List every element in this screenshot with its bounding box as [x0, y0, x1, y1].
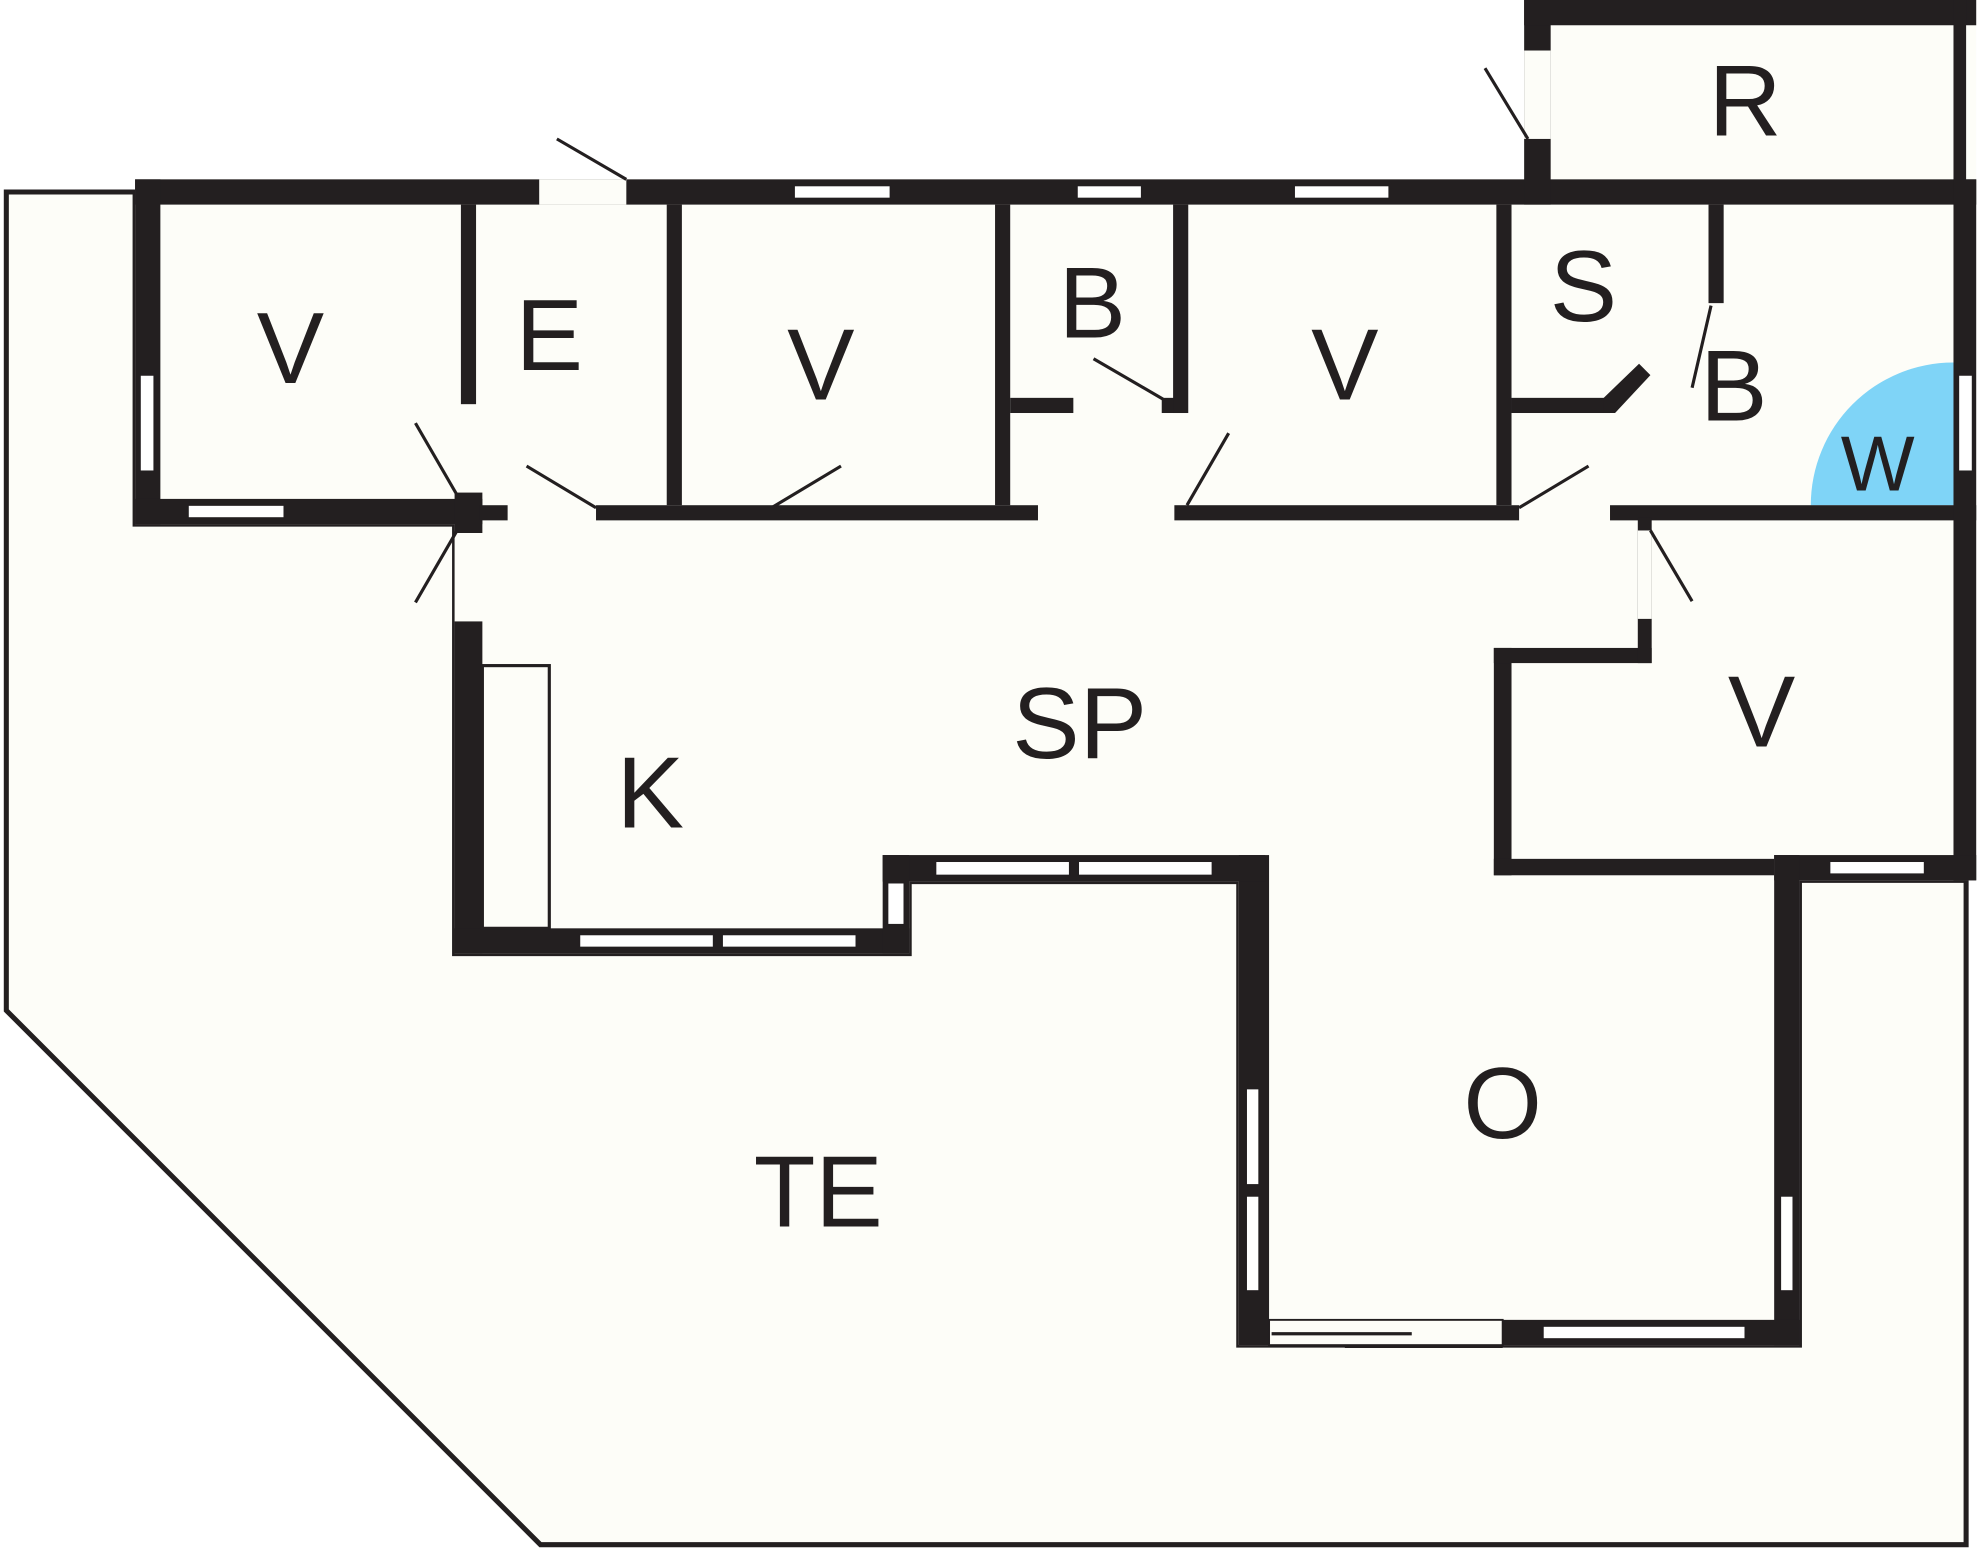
room-label-e: E	[516, 280, 583, 392]
room-label-sp: SP	[1012, 668, 1147, 780]
windows	[139, 185, 1974, 1340]
room-label-v3: V	[1311, 309, 1378, 421]
wet-area-zone	[1810, 362, 1954, 506]
room-label-b1: B	[1059, 247, 1126, 359]
room-label-b2: B	[1700, 331, 1767, 443]
room-label-o: O	[1463, 1048, 1542, 1160]
room-label-w: W	[1841, 420, 1915, 508]
sliding-door	[1268, 1318, 1504, 1348]
storage-floor	[1524, 0, 1977, 205]
interior-floor	[135, 179, 1977, 1346]
room-label-k: K	[617, 737, 684, 849]
door-openings	[539, 50, 1652, 619]
room-label-te: TE	[754, 1137, 883, 1249]
door-swings	[414, 67, 1713, 604]
kitchen-counter	[480, 664, 551, 930]
room-label-s: S	[1550, 231, 1617, 343]
room-labels: V E V B V S B W R SP K V O TE	[257, 45, 1915, 1248]
room-label-v2: V	[787, 309, 854, 421]
room-label-v1: V	[257, 293, 324, 405]
room-label-v4: V	[1728, 657, 1795, 769]
room-label-r: R	[1709, 45, 1782, 157]
